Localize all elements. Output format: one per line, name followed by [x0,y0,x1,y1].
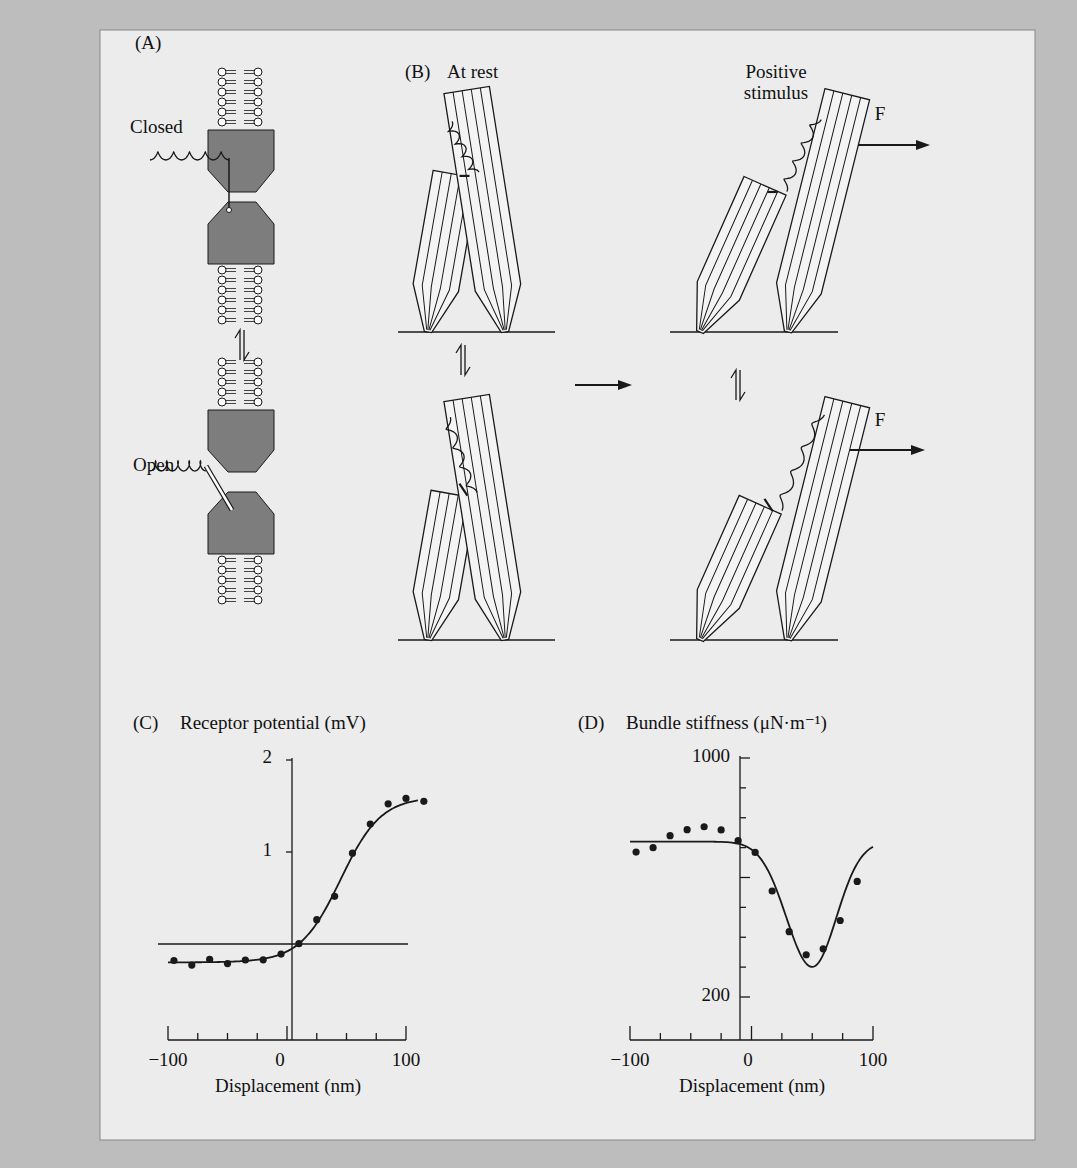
data-point [402,795,409,802]
force-label: F [875,410,886,431]
stereocilium [766,397,870,646]
data-point [260,956,267,963]
data-point [666,832,673,839]
axis-title: Displacement (nm) [215,1076,361,1097]
data-point [420,798,427,805]
tick-label: 100 [859,1050,888,1071]
data-point [385,800,392,807]
channel-gate [767,191,777,193]
tip-link-spring [448,121,479,172]
data-point [735,837,742,844]
stereocilium [679,495,781,649]
transition-arrow [575,380,632,390]
equilibrium-arrow [235,330,249,360]
apical-surface [670,331,838,332]
data-point [786,928,793,935]
tip-link-spring [784,120,821,192]
data-point [803,951,810,958]
bundle-stiffness-chart [630,756,873,1040]
gating-spring [150,152,229,160]
apical-surface [670,639,838,640]
data-point [224,960,231,967]
gating-rod [206,466,232,510]
data-point [331,893,338,900]
data-point [718,826,725,833]
data-point [820,945,827,952]
lipid-bilayer [218,266,262,324]
panel-letter: (C) [133,713,158,734]
stereocilium [679,176,786,341]
tick-label: −100 [148,1050,187,1071]
tip-link-spring [446,417,477,492]
panel-letter: (A) [135,33,161,54]
tick-label: 200 [702,985,731,1006]
data-point [854,878,861,885]
state-label: Closed [130,117,183,138]
data-point [242,956,249,963]
tick-label: 1 [263,840,273,861]
data-point [701,823,708,830]
panel-heading: Positive stimulus [726,62,826,104]
data-point [188,961,195,968]
data-point [367,820,374,827]
axis-title: Displacement (nm) [679,1076,825,1097]
lipid-bilayer [218,556,262,604]
data-point [295,940,302,947]
data-point [313,916,320,923]
axis-title: Bundle stiffness (μN·m⁻¹) [626,713,827,734]
lipid-bilayer [218,68,262,126]
tick-label: 0 [743,1050,753,1071]
channel-gate [764,499,772,511]
tick-label: 1000 [692,746,730,767]
receptor-potential-chart [158,758,418,1040]
data-point [752,849,759,856]
force-arrow [858,140,930,150]
gating-rod [228,158,230,210]
data-point [170,957,177,964]
lipid-bilayer [218,358,262,406]
tick-label: 0 [275,1050,285,1071]
panel-letter: (D) [578,713,604,734]
stereocilium [444,394,528,643]
data-point [684,826,691,833]
apical-surface [398,639,555,640]
equilibrium-arrow [456,345,470,375]
force-arrow [850,445,925,455]
stereocilium [766,89,870,338]
equilibrium-arrow [731,370,745,400]
figure-panel [100,30,1035,1140]
channel-gate [459,484,467,496]
force-label: F [875,104,886,125]
stereocilium [444,86,528,335]
tip-link-spring [780,415,824,511]
data-point [649,844,656,851]
panel-letter: (B) [405,62,430,83]
state-label: Open [133,455,174,476]
panel-heading: At rest [447,62,498,83]
data-point [837,917,844,924]
tick-label: −100 [610,1050,649,1071]
data-point [349,850,356,857]
tick-label: 2 [263,747,273,768]
data-point [632,849,639,856]
channel-gate [459,175,469,177]
apical-surface [398,331,555,332]
channel-protein [208,130,274,264]
data-point [277,950,284,957]
axis-title: Receptor potential (mV) [180,713,366,734]
tick-label: 100 [392,1050,421,1071]
data-point [206,956,213,963]
data-point [769,887,776,894]
